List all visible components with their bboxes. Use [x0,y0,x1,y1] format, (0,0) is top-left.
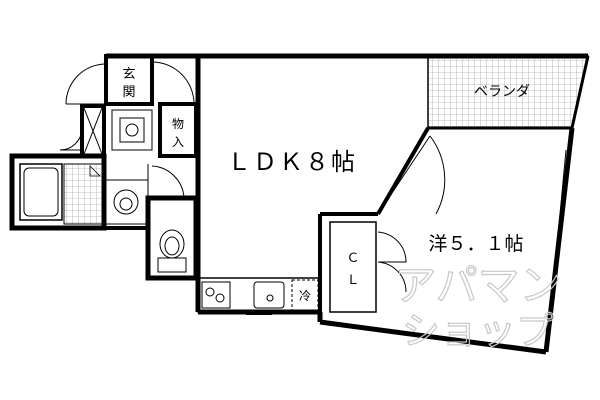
fridge-label: 冷 [299,289,311,303]
western-room-label: 洋５．１帖 [428,233,523,255]
exterior-walls [106,53,575,355]
closet-label-1: Ｃ [346,251,359,266]
bathroom [9,153,107,231]
entrance-label-2: 関 [122,85,135,100]
kitchen: 冷 [197,277,321,315]
western-room-window [551,149,567,301]
storage-label-2: 入 [172,135,184,149]
ldk-label: ＬＤＫ８帖 [227,148,357,176]
entrance-label-1: 玄 [122,67,135,82]
washer-space [59,104,153,158]
storage-label-1: 物 [172,117,184,131]
watermark-line-2: ショップ [402,309,554,353]
toilet-room [145,164,199,281]
closet-label-2: Ｌ [346,273,359,288]
closet: Ｃ Ｌ [329,221,407,313]
room-door [385,135,446,215]
veranda-label: ベランダ [474,84,530,100]
watermark-logo: アパマン ショップ [394,260,562,353]
washbasin [103,179,149,230]
storage: 物 入 [158,102,198,158]
watermark-line-1: アパマン [394,261,561,310]
entrance: 玄 関 [65,54,195,106]
